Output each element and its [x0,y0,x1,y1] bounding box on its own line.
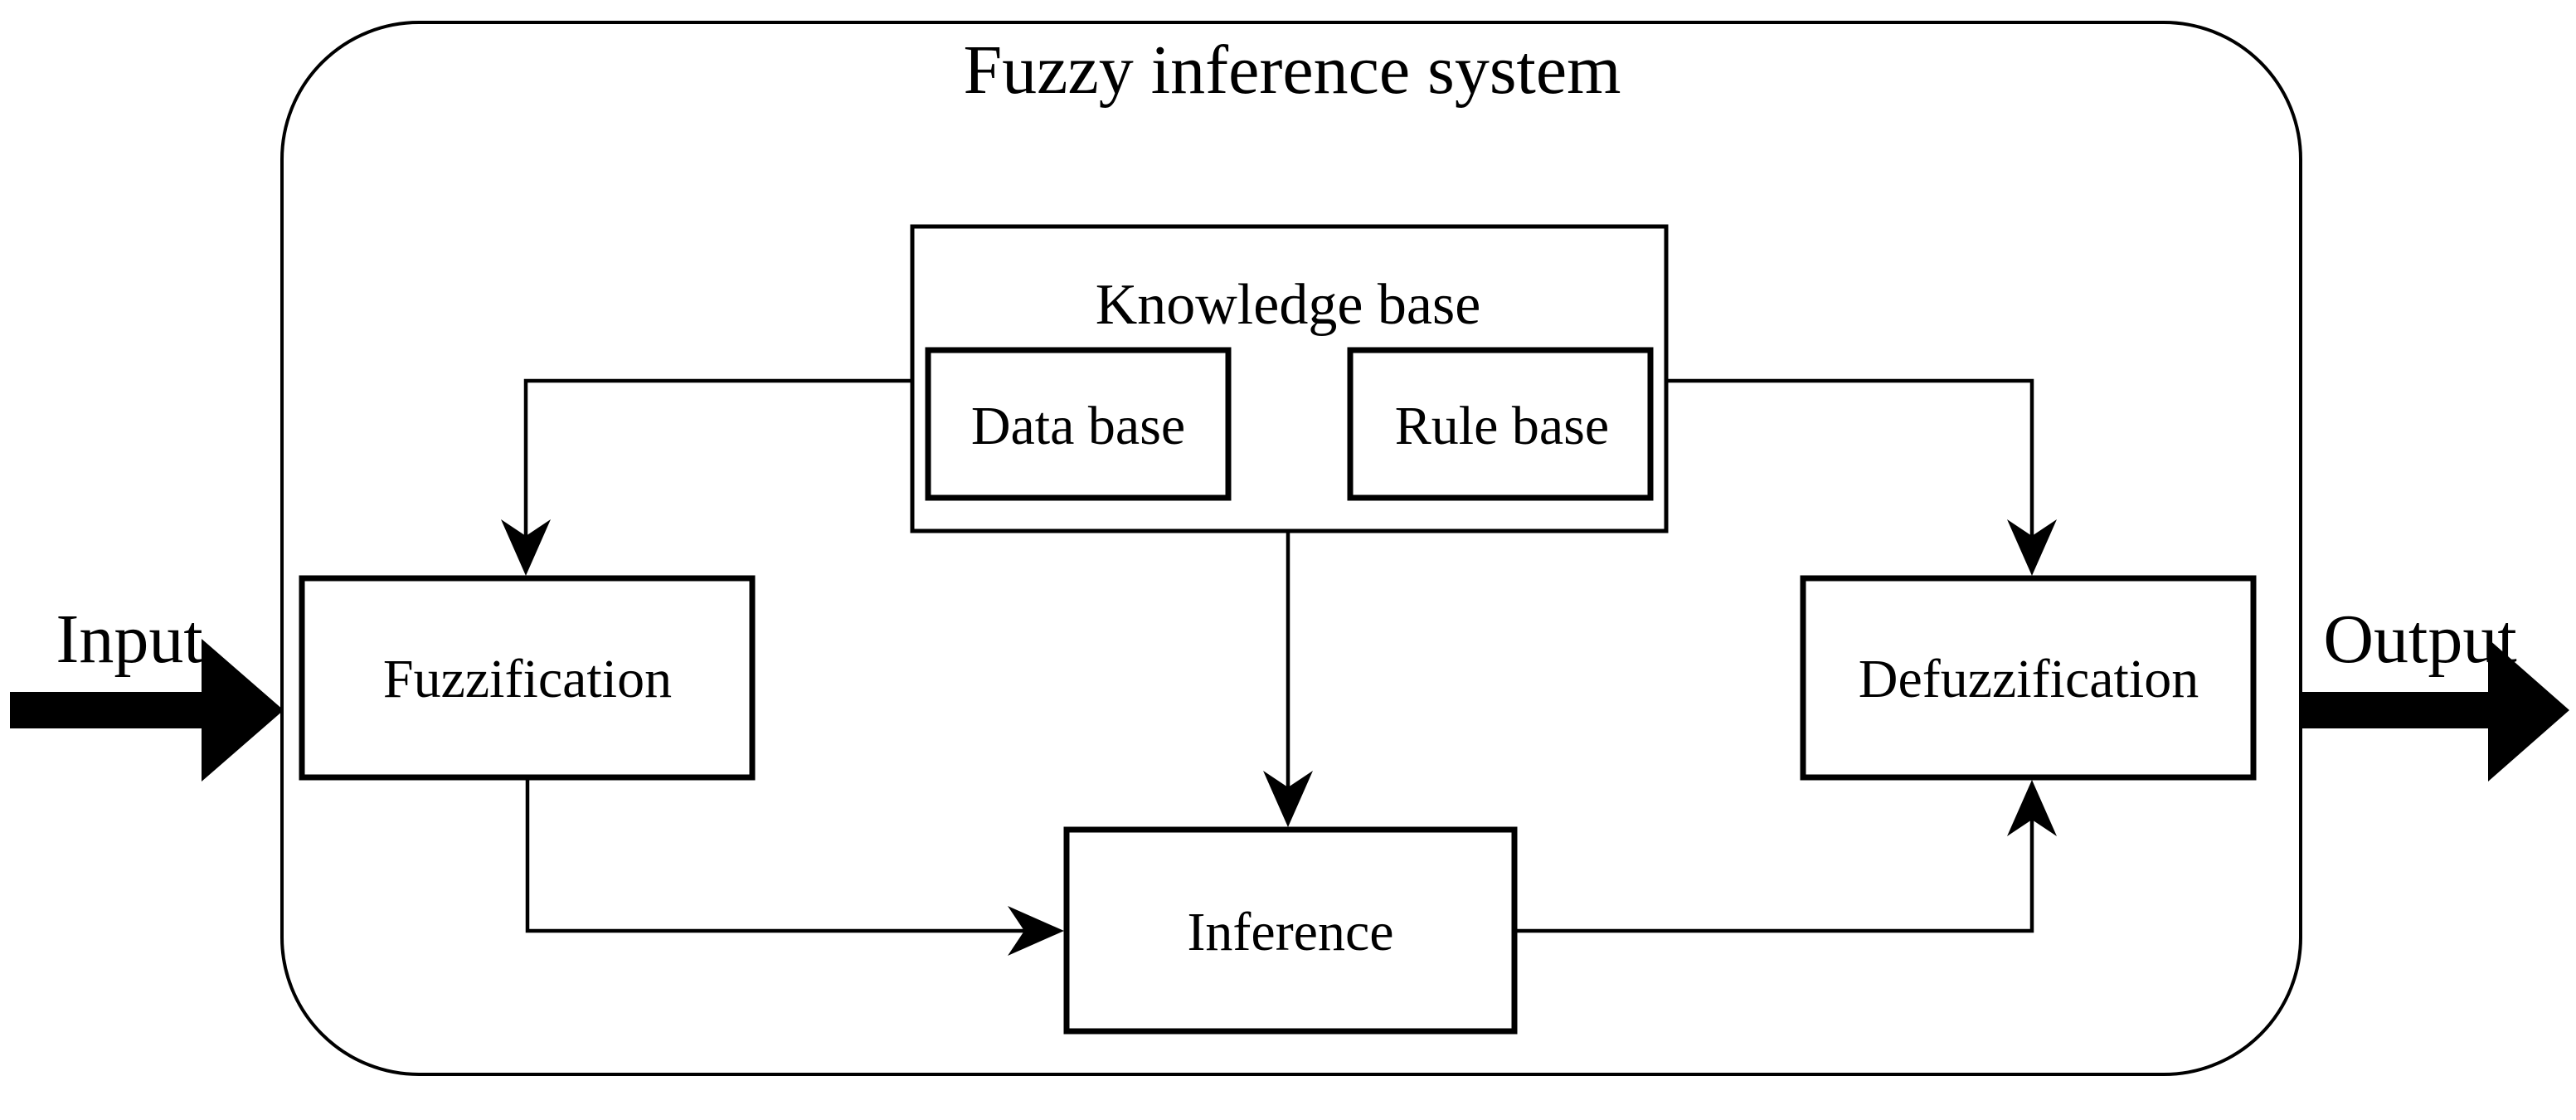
inference-label: Inference [1187,902,1393,962]
rule-base-label: Rule base [1395,396,1609,456]
data-base-box [925,347,1232,501]
fuzzification-box [299,575,756,781]
system-boundary-box [280,21,2302,1076]
data-base-label: Data base [971,396,1185,456]
input-arrow [10,639,284,782]
output-label: Output [2323,601,2516,678]
edge-knowledgebase-to-defuzzification-line [1666,378,2034,543]
defuzzification-box [1800,575,2257,781]
inference-box [1063,826,1518,1035]
edge-knowledgebase-to-defuzzification-arrowhead [2007,519,2057,576]
defuzzification-label: Defuzzification [1859,649,2199,709]
edge-fuzzification-to-inference-line [525,780,1030,933]
output-arrow [2302,639,2569,782]
edge-fuzzification-to-inference-arrowhead [1008,906,1064,956]
edge-knowledgebase-to-fuzzification-line [523,378,912,543]
knowledge-base-label: Knowledge base [1096,273,1481,337]
system-title: Fuzzy inference system [963,32,1621,109]
edge-inference-to-defuzzification-arrowhead [2007,780,2057,836]
rule-base-box [1347,347,1654,501]
edge-inference-to-defuzzification-line [1516,815,2034,933]
input-label: Input [56,601,202,678]
edge-knowledgebase-to-inference-arrowhead [1263,771,1313,827]
fuzzification-label: Fuzzification [383,649,672,709]
edge-knowledgebase-to-fuzzification-arrowhead [501,519,551,576]
